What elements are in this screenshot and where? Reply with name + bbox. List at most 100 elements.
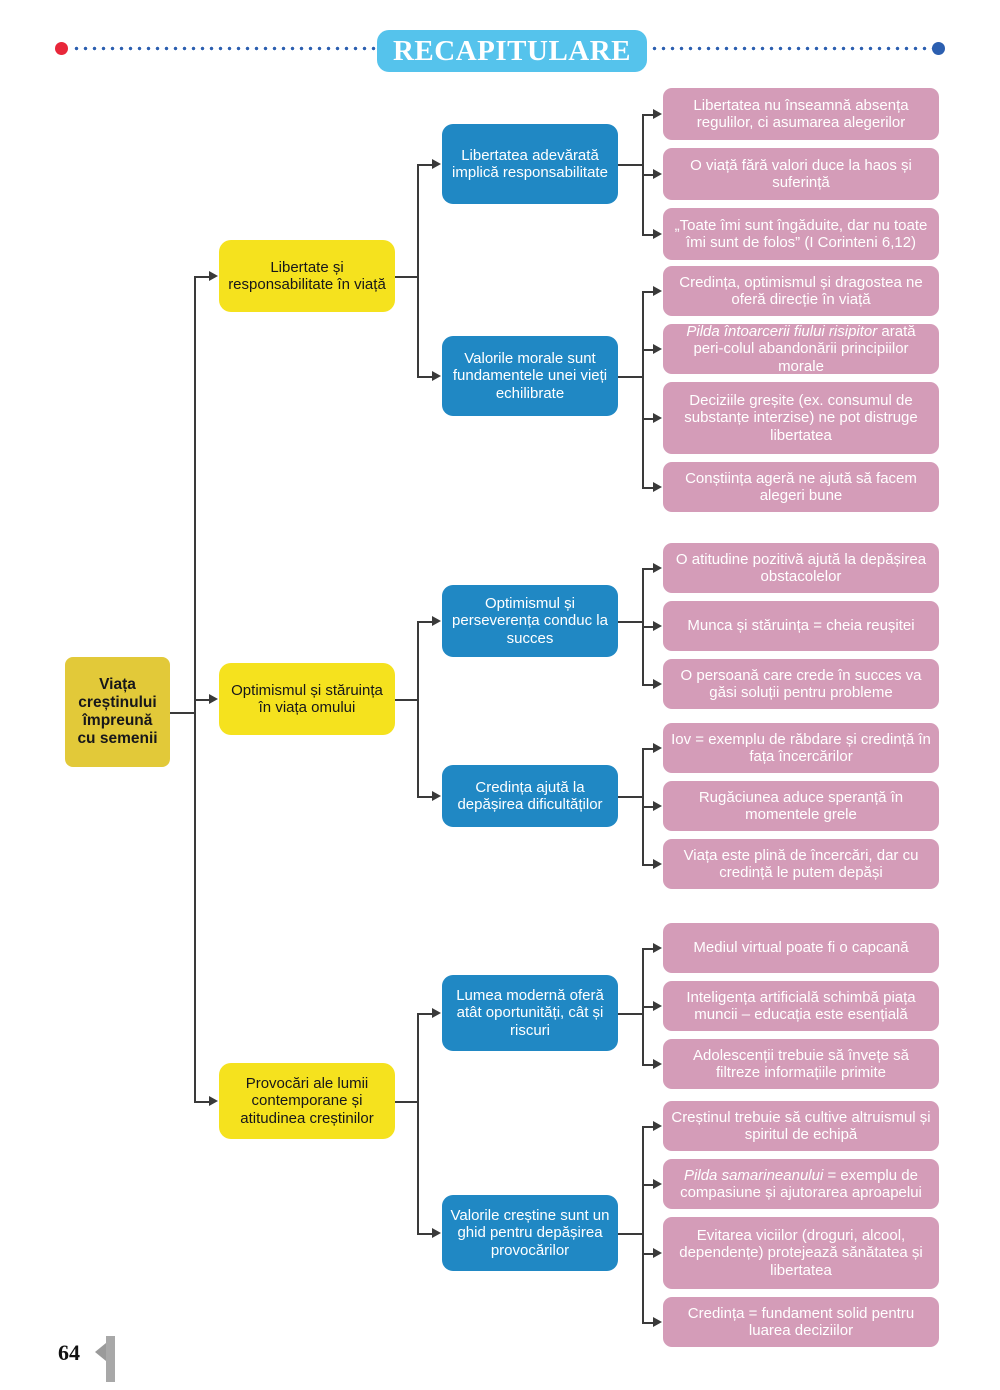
leaf-node-3-1-3: Adolescenții trebuie să învețe să filtre… <box>663 1039 939 1089</box>
leaf-node-3-1-2: Inteligența artificială schimbă piața mu… <box>663 981 939 1031</box>
node-label: Pilda samarineanului = exemplu de compas… <box>680 1166 922 1201</box>
connector-to-subbranch-3-2 <box>417 1233 432 1235</box>
connector-to-leaf-1-1-3 <box>642 234 653 236</box>
connector-to-subbranch-1-2 <box>417 376 432 378</box>
node-label: Creștinul trebuie să cultive altruismul … <box>671 1108 931 1143</box>
leaf-node-1-2-3: Deciziile greșite (ex. consumul de subst… <box>663 382 939 454</box>
node-label: „Toate îmi sunt îngăduite, dar nu toate … <box>674 216 928 251</box>
page-header: RECAPITULARE <box>0 0 1000 80</box>
node-label: Libertate și responsabilitate în viață <box>228 258 386 293</box>
node-label: Deciziile greșite (ex. consumul de subst… <box>684 391 918 444</box>
connector-leaf-spine-2-1 <box>642 568 644 684</box>
connector-to-subbranch-3-1 <box>417 1013 432 1015</box>
footer-bar <box>106 1336 115 1382</box>
subbranch-node-3-2: Valorile creștine sunt un ghid pentru de… <box>442 1195 618 1271</box>
connector-spine-to-branch-2 <box>194 699 209 701</box>
header-dotted-line-right <box>650 46 936 51</box>
subbranch-node-1-2: Valorile morale sunt fundamentele unei v… <box>442 336 618 416</box>
connector-leaf-spine-2-2 <box>642 748 644 864</box>
root-node: Viața creștinului împreună cu semenii <box>65 657 170 767</box>
leaf-node-1-2-2: Pilda întoarcerii fiului risipitor arată… <box>663 323 939 375</box>
header-dot-right <box>932 42 945 55</box>
arrow-branch-1 <box>209 270 218 281</box>
arrow-leaf-1-2-4 <box>653 481 662 492</box>
connector-leaf-spine-1-2 <box>642 291 644 487</box>
connector-to-leaf-2-1-2 <box>642 626 653 628</box>
connector-to-leaf-3-2-2 <box>642 1184 653 1186</box>
connector-to-leaf-3-1-1 <box>642 948 653 950</box>
node-label: Valorile creștine sunt un ghid pentru de… <box>450 1206 610 1259</box>
connector-subbranch-stub-3-1 <box>618 1013 642 1015</box>
subbranch-node-2-2: Credința ajută la depășirea dificultățil… <box>442 765 618 827</box>
connector-to-leaf-2-1-1 <box>642 568 653 570</box>
leaf-node-1-1-1: Libertatea nu înseamnă absența regulilor… <box>663 88 939 140</box>
arrow-leaf-1-2-2 <box>653 343 662 354</box>
node-label: Credința ajută la depășirea dificultățil… <box>457 778 603 813</box>
connector-subbranch-spine-3 <box>417 1013 419 1233</box>
header-dot-left <box>55 42 68 55</box>
branch-node-1: Libertate și responsabilitate în viață <box>219 240 395 312</box>
footer-triangle-icon <box>95 1343 106 1361</box>
leaf-node-3-2-2: Pilda samarineanului = exemplu de compas… <box>663 1159 939 1209</box>
leaf-node-2-1-3: O persoană care crede în succes va găsi … <box>663 659 939 709</box>
connector-to-subbranch-2-1 <box>417 621 432 623</box>
connector-to-leaf-2-2-2 <box>642 806 653 808</box>
connector-spine-to-branch-1 <box>194 276 209 278</box>
node-label: Adolescenții trebuie să învețe să filtre… <box>693 1046 909 1081</box>
node-label: Rugăciunea aduce speranță în momentele g… <box>698 788 904 823</box>
node-label: Munca și stăruința = cheia reușitei <box>687 617 915 635</box>
arrow-leaf-3-1-2 <box>653 1000 662 1011</box>
arrow-subbranch-1-1 <box>432 158 441 169</box>
page-number: 64 <box>58 1340 80 1365</box>
subbranch-node-1-1: Libertatea adevărată implică responsabil… <box>442 124 618 204</box>
arrow-leaf-2-2-2 <box>653 800 662 811</box>
leaf-node-1-2-1: Credința, optimismul și dragostea ne ofe… <box>663 266 939 316</box>
arrow-subbranch-2-2 <box>432 790 441 801</box>
node-label: Credința = fundament solid pentru luarea… <box>687 1304 915 1339</box>
connector-root-stub <box>170 712 194 714</box>
arrow-leaf-1-1-1 <box>653 108 662 119</box>
connector-main-spine <box>194 276 196 1101</box>
connector-subbranch-stub-3-2 <box>618 1233 642 1235</box>
arrow-leaf-3-2-2 <box>653 1178 662 1189</box>
arrow-subbranch-2-1 <box>432 615 441 626</box>
arrow-branch-2 <box>209 693 218 704</box>
node-label: Valorile morale sunt fundamentele unei v… <box>452 349 608 402</box>
arrow-leaf-1-1-3 <box>653 228 662 239</box>
arrow-leaf-1-2-1 <box>653 285 662 296</box>
connector-branch-stub-1 <box>395 276 417 278</box>
leaf-node-3-1-1: Mediul virtual poate fi o capcană <box>663 923 939 973</box>
connector-branch-stub-3 <box>395 1101 417 1103</box>
arrow-subbranch-3-1 <box>432 1007 441 1018</box>
node-label: Viața creștinului împreună cu semenii <box>77 676 158 747</box>
arrow-leaf-2-1-3 <box>653 678 662 689</box>
connector-leaf-spine-3-1 <box>642 948 644 1064</box>
connector-subbranch-spine-2 <box>417 621 419 796</box>
arrow-leaf-3-1-3 <box>653 1058 662 1069</box>
node-label: Mediul virtual poate fi o capcană <box>693 939 909 957</box>
arrow-leaf-2-1-1 <box>653 562 662 573</box>
node-label: Evitarea viciilor (droguri, alcool, depe… <box>679 1226 923 1279</box>
node-label: Libertatea adevărată implică responsabil… <box>452 146 608 181</box>
leaf-node-3-2-3: Evitarea viciilor (droguri, alcool, depe… <box>663 1217 939 1289</box>
leaf-node-2-2-1: Iov = exemplu de răbdare și credință în … <box>663 723 939 773</box>
connector-to-leaf-1-2-3 <box>642 418 653 420</box>
connector-branch-stub-2 <box>395 699 417 701</box>
arrow-subbranch-1-2 <box>432 370 441 381</box>
arrow-leaf-1-1-2 <box>653 168 662 179</box>
subbranch-node-2-1: Optimismul și perseverența conduc la suc… <box>442 585 618 657</box>
leaf-node-2-2-2: Rugăciunea aduce speranță în momentele g… <box>663 781 939 831</box>
connector-leaf-spine-1-1 <box>642 114 644 234</box>
connector-to-leaf-3-1-3 <box>642 1064 653 1066</box>
leaf-node-3-2-1: Creștinul trebuie să cultive altruismul … <box>663 1101 939 1151</box>
page-title-pill: RECAPITULARE <box>377 30 647 72</box>
connector-to-leaf-3-2-4 <box>642 1322 653 1324</box>
arrow-leaf-2-2-1 <box>653 742 662 753</box>
connector-to-leaf-2-2-1 <box>642 748 653 750</box>
connector-to-leaf-1-2-1 <box>642 291 653 293</box>
arrow-leaf-3-1-1 <box>653 942 662 953</box>
subbranch-node-3-1: Lumea modernă oferă atât oportunități, c… <box>442 975 618 1051</box>
node-label: Lumea modernă oferă atât oportunități, c… <box>456 986 604 1039</box>
node-label: O atitudine pozitivă ajută la depășirea … <box>675 550 927 585</box>
node-label: Provocări ale lumii contemporane și atit… <box>240 1074 374 1127</box>
